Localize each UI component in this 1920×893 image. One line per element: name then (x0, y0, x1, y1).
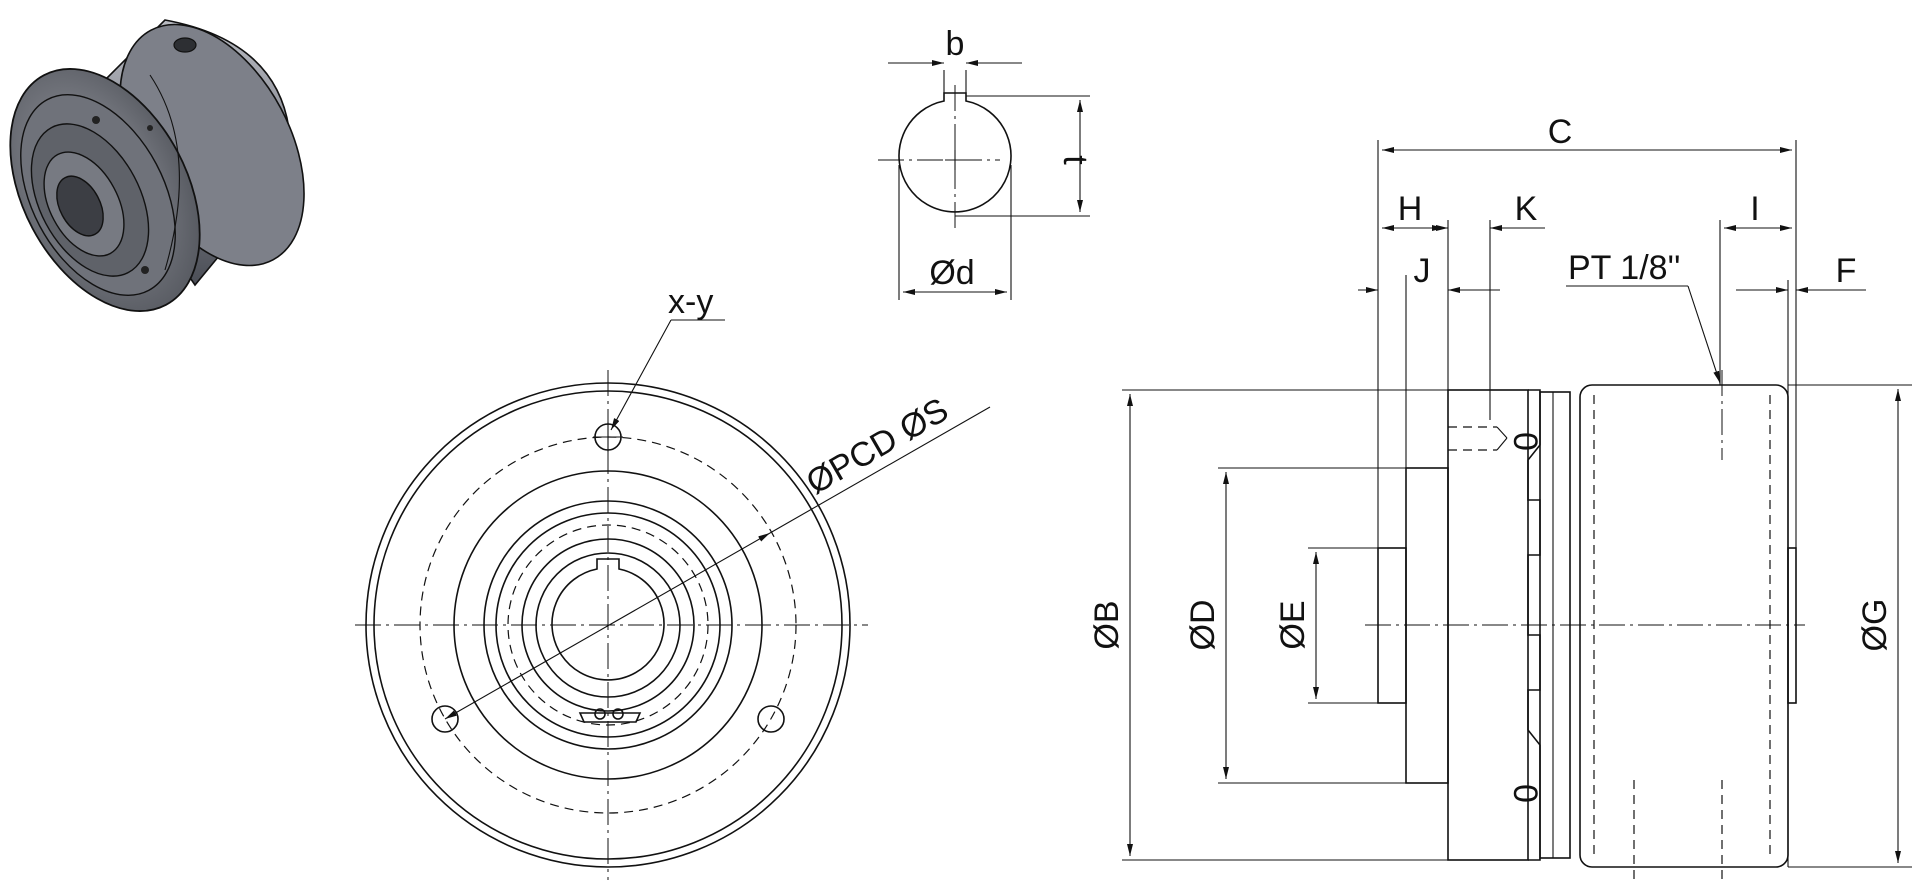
shaft-key-detail: b t Ød (878, 25, 1094, 300)
hole-spec-label: x-y (668, 283, 713, 321)
port-label: PT 1/8'' (1568, 249, 1681, 287)
length-i-label: I (1750, 190, 1759, 228)
length-f-label: F (1836, 252, 1857, 290)
diameter-g-label: ØG (1856, 599, 1894, 652)
length-k-label: K (1515, 190, 1538, 228)
front-view: x-y ØPCD ØS (355, 283, 991, 880)
diameter-d-label: ØD (1184, 600, 1222, 651)
diameter-e-label: ØE (1274, 600, 1312, 649)
pcd-label: ØPCD ØS (800, 391, 955, 502)
length-j-label: J (1414, 252, 1431, 290)
key-depth-label: t (1056, 155, 1094, 165)
length-h-label: H (1398, 190, 1423, 228)
shaft-diameter-label: Ød (929, 254, 974, 292)
key-width-label: b (946, 25, 965, 63)
length-c-label: C (1548, 113, 1573, 151)
svg-text:0: 0 (1506, 432, 1544, 451)
diameter-b-label: ØB (1088, 600, 1126, 649)
svg-text:0: 0 (1506, 784, 1544, 803)
iso-view (9, 19, 305, 312)
side-view: 0 0 C H K J I (1088, 113, 1912, 880)
